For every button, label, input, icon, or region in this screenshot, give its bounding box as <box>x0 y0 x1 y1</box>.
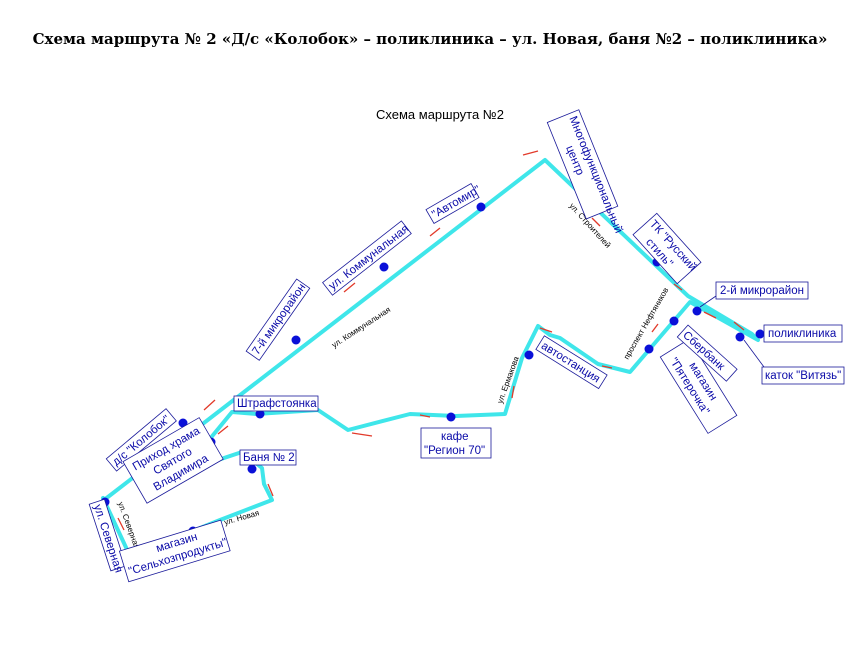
label-cafe: кафе "Регион 70" <box>420 427 492 459</box>
svg-text:"Регион 70": "Регион 70" <box>424 445 485 457</box>
svg-text:поликлиника: поликлиника <box>768 328 837 340</box>
stop-dot-pyaterochka <box>644 344 654 354</box>
map-title: Схема маршрута №2 <box>376 107 504 122</box>
leader-lines <box>699 295 765 368</box>
stop-dot-kommunalnaya <box>379 262 389 272</box>
svg-text:ул. Коммунальная: ул. Коммунальная <box>327 223 411 293</box>
route-line <box>101 158 760 558</box>
svg-text:каток "Витязь": каток "Витязь" <box>765 370 841 382</box>
document-title: Схема маршрута № 2 «Д/с «Колобок» – поли… <box>32 30 828 48</box>
street-severnaya: ул. Северная <box>116 501 141 551</box>
label-microdistrict2: 2-й микрорайон <box>715 281 809 300</box>
direction-arrows <box>117 150 745 539</box>
stop-dot-sberbank <box>669 316 679 326</box>
svg-text:Баня № 2: Баня № 2 <box>243 452 295 464</box>
svg-text:2-й микрорайон: 2-й микрорайон <box>720 285 804 297</box>
label-polyclinic: поликлиника <box>763 324 843 343</box>
label-avtomir: "Автомир" <box>425 183 483 225</box>
stop-dot-avtomir <box>476 202 486 212</box>
label-bath2: Баня № 2 <box>239 449 297 466</box>
stop-dot-microdistrict2 <box>692 306 702 316</box>
stop-dot-bus-station <box>524 350 534 360</box>
stop-dot-penalty-parking <box>255 409 265 419</box>
stop-dot-vityaz <box>735 332 745 342</box>
label-church: Приход храма Святого Владимира <box>122 417 224 504</box>
stop-dot-polyclinic <box>755 329 765 339</box>
svg-text:Штрафстоянка: Штрафстоянка <box>237 398 317 410</box>
stop-dot-bath2 <box>247 464 257 474</box>
label-vityaz: каток "Витязь" <box>761 366 845 385</box>
svg-text:кафе: кафе <box>441 431 469 443</box>
label-penalty-parking: Штрафстоянка <box>233 395 319 412</box>
svg-text:7-й микрорайон: 7-й микрорайон <box>250 282 308 358</box>
stop-dot-cafe <box>446 412 456 422</box>
stop-dot-microdistrict7 <box>291 335 301 345</box>
label-kommunalnaya: ул. Коммунальная <box>322 220 412 296</box>
street-kommunalnaya: ул. Коммунальная <box>330 305 392 350</box>
